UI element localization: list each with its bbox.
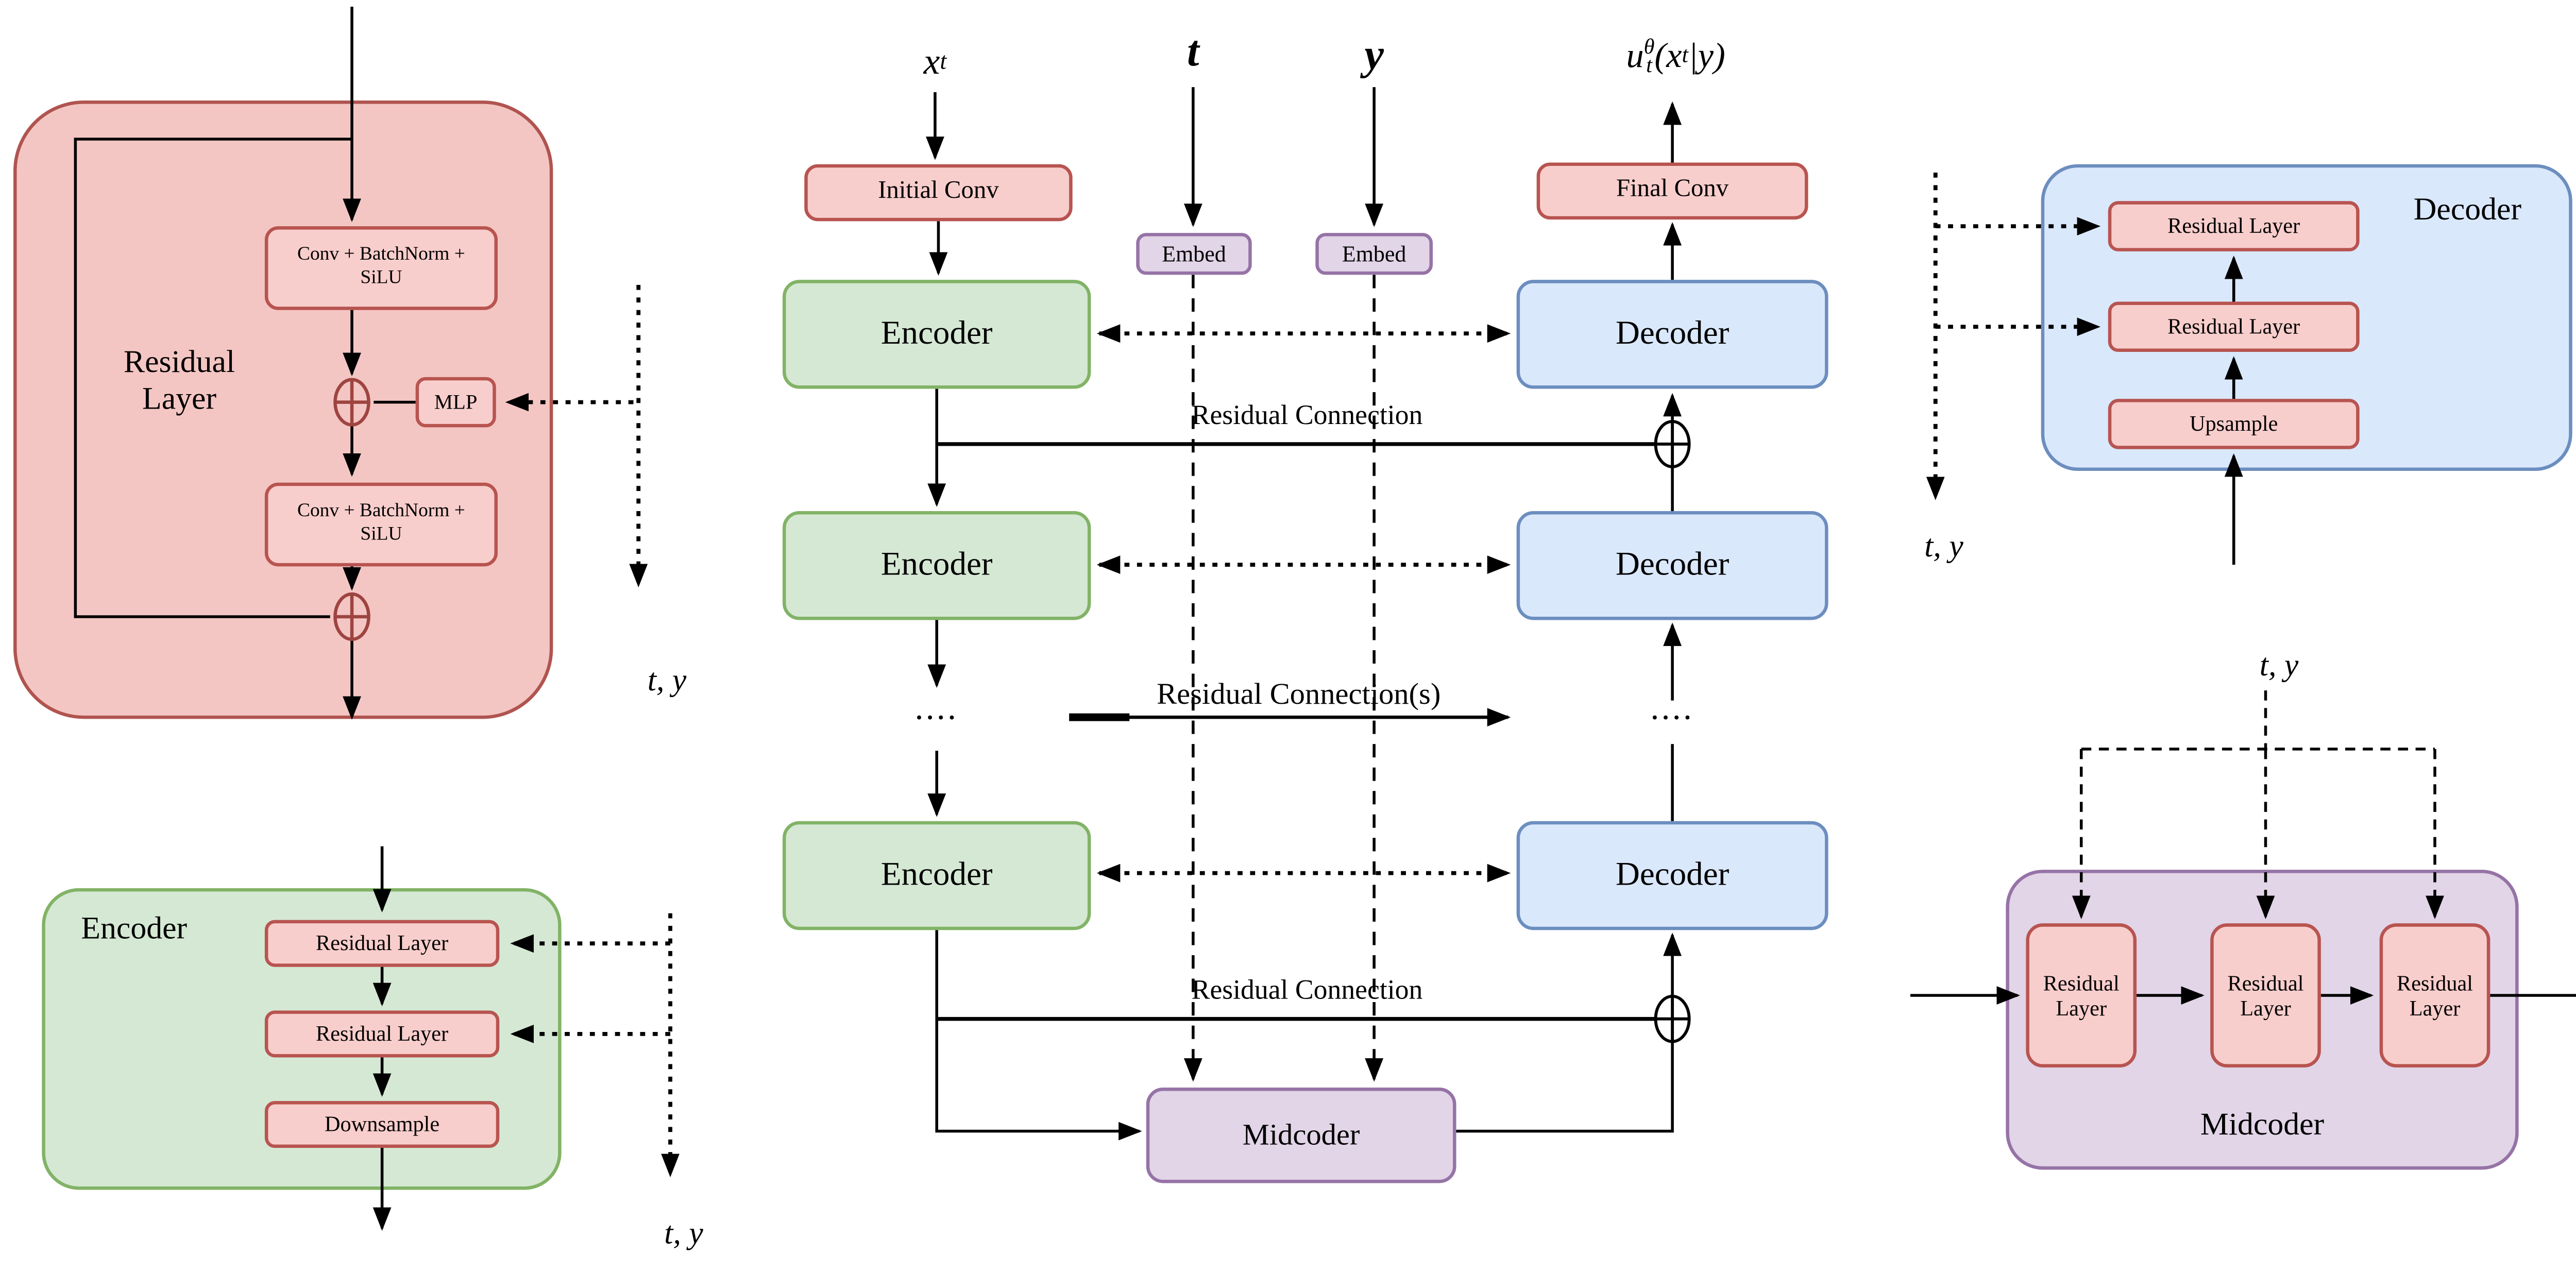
sum-node-icon — [1654, 420, 1691, 468]
main-unet-wires — [926, 87, 1691, 1141]
upsample-block: Upsample — [2108, 399, 2360, 449]
residual-layer-detail-title: Residual Layer — [123, 344, 235, 417]
encoder-block-3: Encoder — [782, 821, 1091, 930]
condition-label: t, y — [1924, 529, 1963, 565]
condition-label: t, y — [664, 1216, 703, 1252]
residual-connections-label-mid: Residual Connection(s) — [1157, 678, 1441, 712]
residual-layer-block: Residual Layer — [2108, 201, 2360, 251]
decoder-detail-title: Decoder — [2413, 192, 2522, 228]
condition-label: t, y — [2259, 648, 2299, 684]
residual-layer-detail-wires — [74, 7, 648, 720]
sum-node-icon — [333, 378, 370, 427]
residual-connection-label-top: Residual Connection — [1191, 399, 1423, 431]
condition-label: t, y — [647, 663, 687, 699]
encoder-detail-title: Encoder — [81, 911, 188, 947]
midcoder-detail-title: Midcoder — [2200, 1107, 2325, 1143]
final-conv-block: Final Conv — [1536, 162, 1808, 220]
conv-batchnorm-silu-block: Conv + BatchNorm + SiLU — [264, 226, 498, 310]
midcoder-detail-wires — [1910, 690, 2576, 1005]
decoder-ellipsis: ···· — [1650, 705, 1694, 733]
encoder-block-1: Encoder — [782, 280, 1091, 389]
decoder-detail-wires — [1926, 173, 2243, 565]
initial-conv-block: Initial Conv — [804, 164, 1073, 222]
residual-connection-label-bottom: Residual Connection — [1191, 974, 1423, 1006]
residual-layer-block: Residual Layer — [2210, 923, 2321, 1068]
time-input-label: t — [1187, 26, 1199, 75]
embed-y-block: Embed — [1315, 233, 1433, 275]
sum-node-icon — [1654, 994, 1691, 1043]
decoder-block-1: Decoder — [1516, 280, 1828, 389]
encoder-detail-wires — [372, 846, 680, 1231]
encoder-block-2: Encoder — [782, 511, 1091, 620]
sum-node-icon — [333, 592, 370, 641]
downsample-block: Downsample — [264, 1100, 500, 1148]
residual-layer-block: Residual Layer — [264, 1010, 500, 1058]
residual-layer-block: Residual Layer — [2026, 923, 2137, 1068]
embed-t-block: Embed — [1136, 233, 1252, 275]
decoder-block-2: Decoder — [1516, 511, 1828, 620]
conv-batchnorm-silu-block: Conv + BatchNorm + SiLU — [264, 482, 498, 567]
residual-layer-block: Residual Layer — [2379, 923, 2490, 1068]
mlp-block: MLP — [415, 377, 496, 428]
residual-layer-block: Residual Layer — [2108, 301, 2360, 352]
decoder-block-3: Decoder — [1516, 821, 1828, 930]
encoder-ellipsis: ···· — [914, 705, 959, 733]
class-input-label: y — [1364, 29, 1384, 78]
residual-layer-block: Residual Layer — [264, 920, 500, 967]
midcoder-block: Midcoder — [1146, 1087, 1456, 1183]
